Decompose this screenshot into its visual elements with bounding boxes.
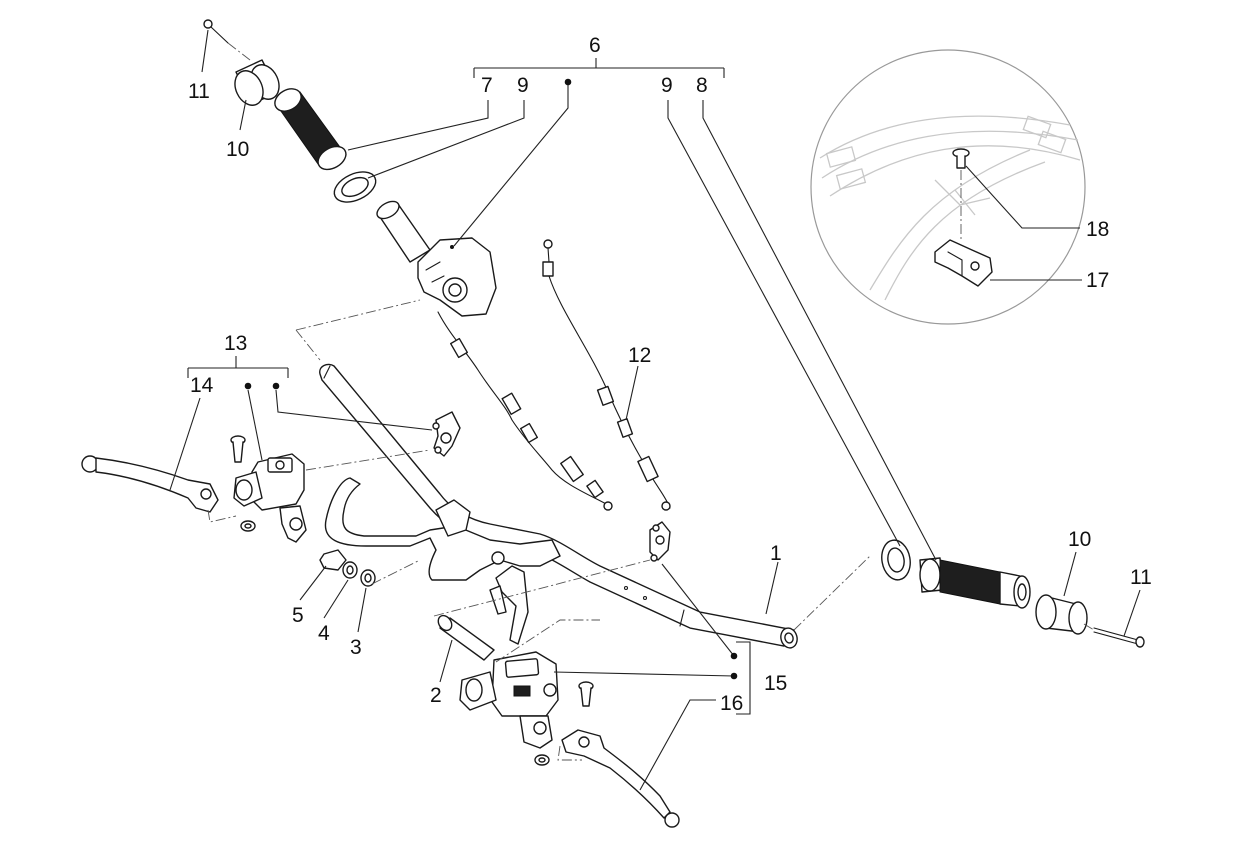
inset-ghost-cables: [819, 115, 1081, 301]
grip-rubber-right: [919, 557, 1031, 609]
callout-9-right: 9: [661, 74, 673, 97]
throttle-cable-right: [542, 239, 671, 511]
callout-dot-15b: [730, 672, 738, 680]
assembly-lines: [295, 299, 1095, 663]
left-switch-housing: [376, 200, 497, 317]
right-mount-bolt: [437, 614, 495, 661]
cable-guide-screw: [952, 148, 970, 240]
callout-dot-15a: [730, 652, 738, 660]
washer-3: [360, 569, 376, 587]
callout-labels: 1 2 3 4 5 6 7 8 9 9 10 10 11 11 12 13 14…: [188, 34, 1152, 715]
left-grip-assembly: [203, 19, 497, 317]
leader-lines: [169, 29, 1141, 791]
bar-end-screw-left: [203, 19, 251, 61]
callout-5: 5: [292, 604, 304, 627]
callout-4: 4: [318, 622, 330, 645]
callout-14: 14: [190, 374, 214, 397]
callout-2: 2: [430, 684, 442, 707]
callout-dot-13a: [244, 382, 252, 390]
callout-dot-6: [564, 78, 572, 86]
left-lever-pivot-bolt: [230, 435, 256, 532]
callout-6: 6: [589, 34, 601, 57]
bar-end-weight-right: [1035, 594, 1088, 635]
callout-3: 3: [350, 636, 362, 659]
callout-16: 16: [720, 692, 743, 715]
nut-5: [319, 549, 347, 571]
cable-guide-clip: [934, 239, 993, 287]
bar-end-weight-left: [234, 59, 280, 106]
callout-9-left: 9: [517, 74, 529, 97]
right-master-cylinder: [459, 651, 559, 749]
grip-rubber-left: [274, 88, 347, 171]
callout-10-left: 10: [226, 138, 249, 161]
right-switch-clamp: [649, 521, 671, 562]
handlebar-tube: [319, 363, 798, 649]
callout-8: 8: [696, 74, 708, 97]
handlebar-mount-clamp: [324, 477, 561, 645]
callout-12: 12: [628, 344, 651, 367]
callout-15: 15: [764, 672, 787, 695]
callout-1: 1: [770, 542, 782, 565]
callout-11-right: 11: [1130, 566, 1152, 589]
washer-4: [342, 561, 358, 579]
bar-end-screw-right: [1093, 627, 1145, 648]
grip-ring-left: [333, 171, 377, 203]
callout-13: 13: [224, 332, 247, 355]
callout-18: 18: [1086, 218, 1109, 241]
right-brake-lever: [557, 729, 680, 828]
callout-7: 7: [481, 74, 493, 97]
left-switch-clamp: [432, 411, 461, 457]
callout-dot-13b: [272, 382, 280, 390]
right-lever-pivot-bolt: [534, 681, 594, 766]
left-brake-lever: [81, 455, 237, 523]
grip-ring-right: [881, 539, 911, 581]
throttle-cable-left: [437, 311, 613, 511]
callout-10-right: 10: [1068, 528, 1091, 551]
detail-inset: [810, 49, 1086, 325]
callout-dots: [244, 78, 738, 680]
left-master-cylinder: [233, 453, 307, 543]
callout-17: 17: [1086, 269, 1109, 292]
callout-11-left: 11: [188, 80, 210, 103]
